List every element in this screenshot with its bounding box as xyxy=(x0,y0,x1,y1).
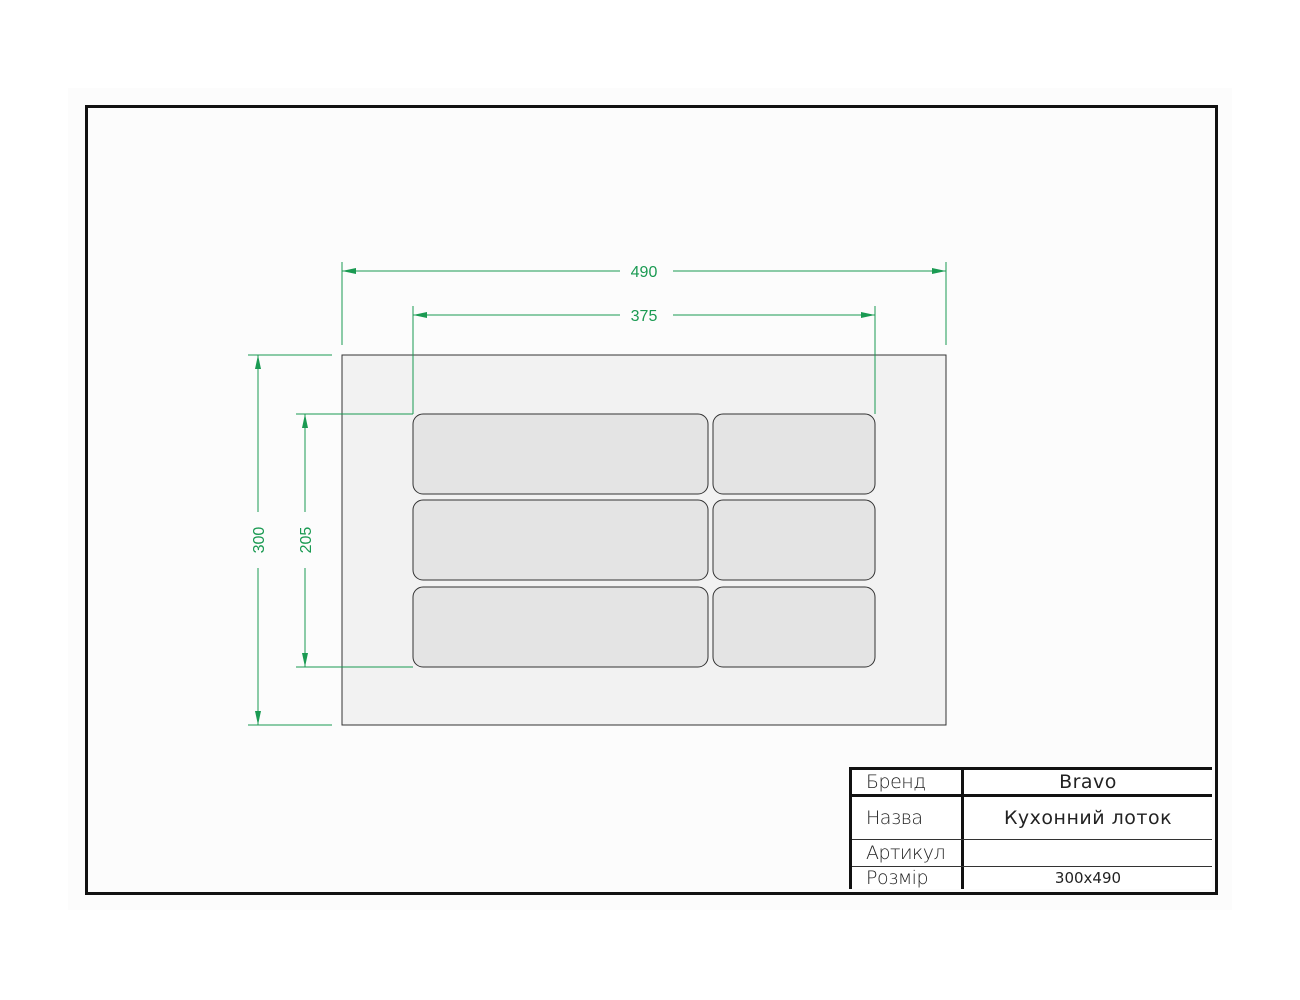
title-block-row-brand: Бренд Bravo xyxy=(852,770,1212,797)
size-value: 300x490 xyxy=(1054,869,1122,887)
name-value: Кухонний лоток xyxy=(1003,807,1173,829)
title-block: Бренд Bravo Назва Кухонний лоток Артикул… xyxy=(849,767,1212,889)
compartment-row1-narrow xyxy=(712,413,876,495)
title-block-row-name: Назва Кухонний лоток xyxy=(852,797,1212,840)
dimension-inner-width: 375 xyxy=(413,308,875,325)
dimension-label-205: 205 xyxy=(298,527,315,554)
title-block-row-article: Артикул xyxy=(852,840,1212,867)
compartment-row3-narrow xyxy=(712,586,876,668)
dimension-overall-height: 300 xyxy=(251,355,268,725)
compartment-row3-wide xyxy=(412,586,709,668)
dimension-inner-height: 205 xyxy=(298,414,315,667)
article-value xyxy=(964,840,1212,866)
dimension-overall-width: 490 xyxy=(342,264,946,281)
brand-label: Бренд xyxy=(852,770,964,794)
title-block-row-size: Розмір 300x490 xyxy=(852,867,1212,889)
dimension-label-300: 300 xyxy=(251,527,268,554)
size-label: Розмір xyxy=(852,867,964,889)
dimension-label-490: 490 xyxy=(631,264,658,281)
compartment-row2-wide xyxy=(412,499,709,581)
compartment-row1-wide xyxy=(412,413,709,495)
brand-value: Bravo xyxy=(1059,771,1117,793)
compartment-row2-narrow xyxy=(712,499,876,581)
dimension-label-375: 375 xyxy=(631,308,658,325)
extension-lines xyxy=(248,262,947,726)
tray-compartments xyxy=(412,413,876,668)
article-label: Артикул xyxy=(852,840,964,866)
drawing-frame xyxy=(85,105,1218,895)
name-label: Назва xyxy=(852,797,964,839)
